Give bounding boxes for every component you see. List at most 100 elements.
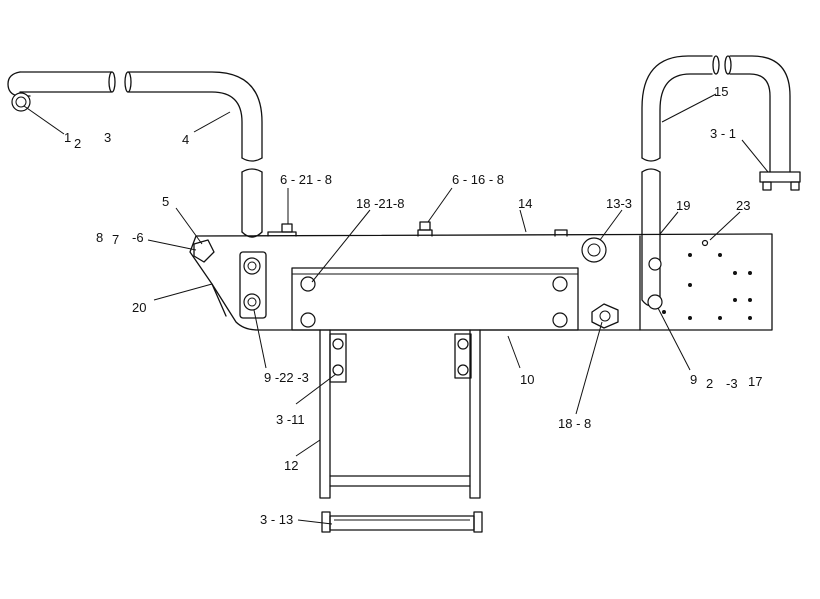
callout-2: 2 [74,136,81,151]
plate-hole [733,271,737,275]
callout-18-8: 18 - 8 [558,416,591,431]
bolt-3-11 [332,364,344,376]
step-ladder [319,329,483,533]
callout-15: 15 [714,84,728,99]
callout-3-right: -3 [726,376,738,391]
bottom-step-left-end [321,511,331,533]
callout-14: 14 [518,196,532,211]
bolt-right-post-upper [648,257,662,271]
plate-hole [688,316,692,320]
leader-14 [519,209,527,233]
right-handrail [641,55,801,307]
right-rail-break-b [724,55,732,75]
leader-18-8 [575,321,603,415]
right-rail-break-a [712,55,720,75]
bolt-9-2-3 [647,294,663,310]
right-rail-inner-left [659,73,713,159]
leader-8-7-6 [147,239,197,251]
left-mount-plate [239,251,267,319]
plate-hole [748,316,752,320]
bolt-left-upper [243,257,261,275]
top-bolt-6-16-8 [419,221,431,231]
left-rail-tube-break-end [108,71,116,93]
right-post-tube [641,171,661,307]
pivot-nut-8-7-6 [193,239,215,263]
leader-18-21-8 [311,209,371,283]
nut-18-8-inner [599,310,611,322]
right-rail-clamp-plate [759,171,801,183]
bolt-18-21-8 [300,276,316,292]
plate-hole [733,298,737,302]
leader-20 [153,283,213,301]
top-lug-right [554,229,568,237]
plate-23-hole-top [701,239,709,247]
left-rail-tube-bend-outer [127,71,263,159]
plate-hole [748,298,752,302]
leader-9-22-3 [253,309,267,369]
bolt-panel-upper-right [552,276,568,292]
leader-9-2-3 [657,307,691,371]
bolt-left-upper-inner [247,261,257,271]
right-rail-outer-left [641,55,713,159]
fasteners [239,237,752,329]
main-beam-outline [189,233,773,331]
bottom-step-right-end [473,511,483,533]
top-bolt-6-21-8 [281,223,293,233]
callout-labels: 1 2 3 4 15 3 - 1 6 - 21 - 8 6 - 16 - 8 5… [64,84,762,527]
plate-hole [748,271,752,275]
left-rail-end-bolt-inner [15,96,27,108]
leader-4 [193,111,231,133]
ladder-rung-upper [329,475,471,487]
callout-4: 4 [182,132,189,147]
callout-20: 20 [132,300,146,315]
callout-10: 10 [520,372,534,387]
plate-hole [718,253,722,257]
main-frame [189,221,773,331]
callout-18-21-8: 18 -21-8 [356,196,404,211]
leader-3-13 [297,519,333,525]
callout-1: 1 [64,130,71,145]
callout-2-right: 2 [706,376,713,391]
callout-9-22-3: 9 -22 -3 [264,370,309,385]
callout-3: 3 [104,130,111,145]
callout-3-1: 3 - 1 [710,126,736,141]
callout-19: 19 [676,198,690,213]
bolt-9-22-3 [243,293,261,311]
callout-6: -6 [132,230,144,245]
left-post-foot [241,231,263,238]
leader-10 [507,335,521,369]
bottom-step-3-13 [329,515,475,531]
washer-13-3-inner [587,243,601,257]
plate-hole [662,310,666,314]
callout-8: 8 [96,230,103,245]
bolt-ladder-right-upper [457,338,469,350]
bolt-panel-lower-right [552,312,568,328]
leader-23 [709,211,741,241]
bolt-9-22-3-inner [247,297,257,307]
nut-18-8 [591,303,619,329]
right-rail-clamp-nut-left [762,181,772,191]
callout-7: 7 [112,232,119,247]
callout-17: 17 [748,374,762,389]
left-post-tube [241,171,263,233]
callout-6-21-8: 6 - 21 - 8 [280,172,332,187]
left-rail-tube-bend-inner [127,91,243,159]
bolt-panel-lower-left [300,312,316,328]
callout-3-13: 3 - 13 [260,512,293,527]
washer-13-3 [581,237,607,263]
plate-hole [718,316,722,320]
leader-5 [175,207,203,245]
leader-lines [23,93,769,525]
callout-13-3: 13-3 [606,196,632,211]
left-rail-break-top [241,157,263,162]
leader-6-16-8 [427,187,453,223]
right-rail-outer-right [729,55,791,173]
callout-12: 12 [284,458,298,473]
ladder-right-rail [469,329,481,499]
leader-1 [23,105,65,135]
right-rail-inner-right [729,73,771,173]
right-rail-clamp-nut-right [790,181,800,191]
leader-12 [295,439,321,457]
